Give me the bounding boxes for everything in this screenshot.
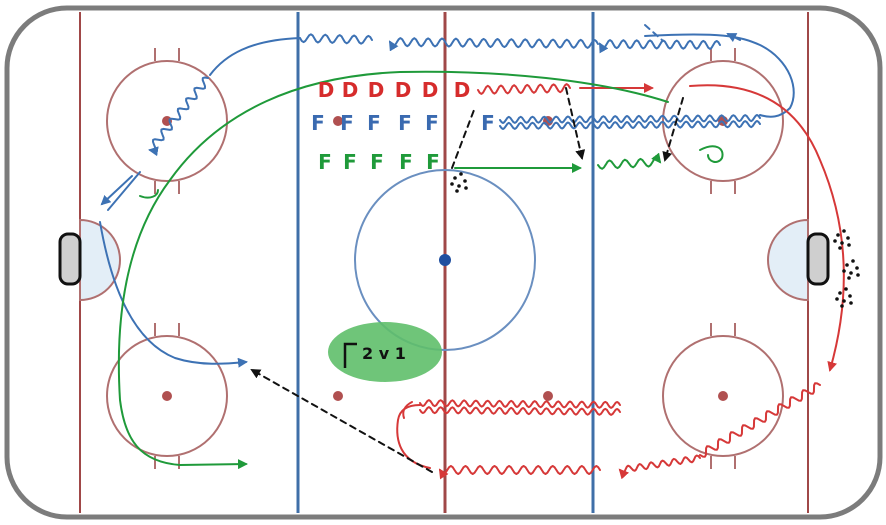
puck <box>463 179 467 183</box>
black-dash-pass-c <box>662 97 684 162</box>
goal-crease-right <box>767 218 809 302</box>
puck <box>842 269 846 273</box>
drill-badge-label: 2 v 1 <box>362 344 406 363</box>
red-skate-bottom-right <box>699 382 821 458</box>
center-circle <box>354 169 536 351</box>
forwards_green-label: F <box>399 150 413 174</box>
blue-skate-into-zone <box>148 76 209 157</box>
goal-net-right <box>806 232 830 286</box>
defense-label: D <box>395 78 412 102</box>
puck <box>846 236 850 240</box>
black-dash-pass-d <box>250 369 433 473</box>
puck <box>450 182 454 186</box>
blue-curve-to-bottom-circle <box>99 221 248 368</box>
forwards_green-label: F <box>426 150 440 174</box>
puck <box>847 276 851 280</box>
blue-double-wave-a <box>499 114 761 124</box>
defense-label: D <box>454 78 471 102</box>
red-double-wave-b <box>419 406 621 416</box>
puck <box>464 186 468 190</box>
puck <box>836 233 840 237</box>
black-dash-pass-b <box>565 87 586 160</box>
puck-pile <box>842 259 860 280</box>
blue-double-wave-b <box>499 120 761 130</box>
goal-net-left <box>58 232 82 286</box>
red-double-wave-a <box>419 399 621 409</box>
puck <box>848 294 852 298</box>
forwards_green-label: F <box>343 150 357 174</box>
drill-badge: 2 v 1 <box>328 322 442 382</box>
defense-label: D <box>368 78 385 102</box>
blue-dash-top-right <box>644 24 663 41</box>
forwards_blue-label: F <box>311 111 325 135</box>
blue-skate-top-right <box>599 39 721 54</box>
blue-arrowhead-right <box>726 33 741 43</box>
black-dash-pass-a <box>451 109 475 169</box>
green-loop-right <box>699 145 724 163</box>
red-skate-bottom-right-b <box>618 454 701 480</box>
puck <box>835 297 839 301</box>
puck <box>457 184 461 188</box>
puck <box>855 266 859 270</box>
blue-double-arrow-b <box>100 175 133 206</box>
forwards_blue-label: F <box>340 111 354 135</box>
forwards_blue-label: F <box>367 111 381 135</box>
defense-label: D <box>318 78 335 102</box>
puck <box>842 299 846 303</box>
forwards_blue-label: F <box>425 111 439 135</box>
puck <box>833 239 837 243</box>
goal-crease-left <box>79 218 121 302</box>
green-hook-left <box>139 189 159 199</box>
puck <box>453 176 457 180</box>
red-skate-bottom-mid <box>438 465 601 480</box>
puck-pile <box>833 229 851 250</box>
blue-loop-right <box>644 33 795 118</box>
puck <box>842 229 846 233</box>
green-long-arc <box>117 70 669 470</box>
puck <box>849 301 853 305</box>
red-loop-inner <box>402 401 413 419</box>
puck <box>845 263 849 267</box>
puck <box>838 291 842 295</box>
defense-label: D <box>422 78 439 102</box>
puck <box>459 172 463 176</box>
faceoff-circle-bottom-right <box>662 323 784 469</box>
puck-pile <box>835 287 853 308</box>
center-faceoff-dot <box>439 254 451 266</box>
blue-double-arrow-a <box>107 171 141 211</box>
puck <box>849 271 853 275</box>
puck <box>838 246 842 250</box>
forwards_green-label: F <box>318 150 332 174</box>
green-skate-right <box>597 152 662 170</box>
blue-skate-top-mid <box>388 37 599 52</box>
puck <box>847 243 851 247</box>
red-skate-top <box>477 83 571 95</box>
blue-skate-top-left <box>209 33 373 76</box>
player-routes <box>99 24 845 480</box>
puck <box>840 241 844 245</box>
faceoff-circle-bottom-left <box>106 323 228 469</box>
puck <box>455 189 459 193</box>
puck <box>844 287 848 291</box>
puck-piles <box>450 172 860 308</box>
forwards_blue-label: F <box>398 111 412 135</box>
forwards_green-label: F <box>370 150 384 174</box>
forwards_blue-label: F <box>481 111 495 135</box>
puck <box>851 259 855 263</box>
defense-label: D <box>342 78 359 102</box>
faceoff-circle-top-left <box>106 48 228 194</box>
puck <box>840 304 844 308</box>
puck-pile <box>450 172 468 193</box>
puck <box>856 273 860 277</box>
